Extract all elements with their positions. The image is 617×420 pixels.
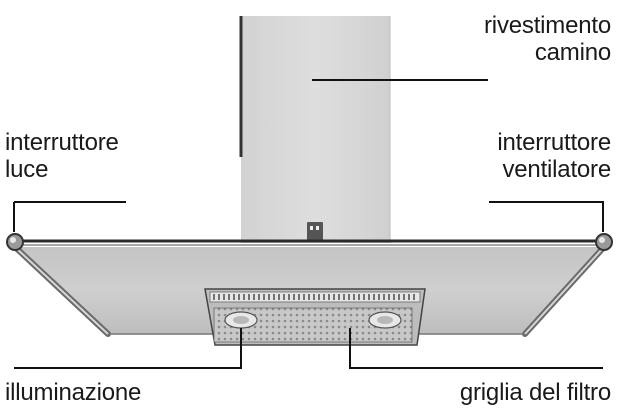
label-fan-switch: interruttore ventilatore — [497, 129, 611, 183]
label-fan-switch-line2: ventilatore — [502, 156, 611, 183]
leader-filter-grille — [349, 328, 603, 369]
label-fan-switch-line1: interruttore — [497, 129, 611, 156]
label-filter-grille: griglia del filtro — [459, 379, 611, 406]
fan-switch-knob — [595, 233, 613, 251]
light-bulb-left — [224, 311, 258, 329]
label-chimney-cover: rivestimento camino — [484, 12, 611, 66]
light-bulb-right — [368, 311, 402, 329]
label-chimney-cover-line1: rivestimento — [484, 12, 611, 39]
leader-fan-switch — [489, 201, 604, 232]
label-chimney-cover-line2: camino — [534, 39, 611, 66]
label-light-switch: interruttore luce — [5, 129, 119, 183]
chimney-cover — [239, 16, 391, 243]
label-lighting: illuminazione — [5, 379, 142, 406]
light-switch-knob — [6, 233, 24, 251]
label-light-switch-line2: luce — [5, 156, 49, 183]
label-light-switch-line1: interruttore — [5, 129, 119, 156]
leader-lighting — [14, 328, 242, 369]
hood-body — [12, 239, 607, 337]
